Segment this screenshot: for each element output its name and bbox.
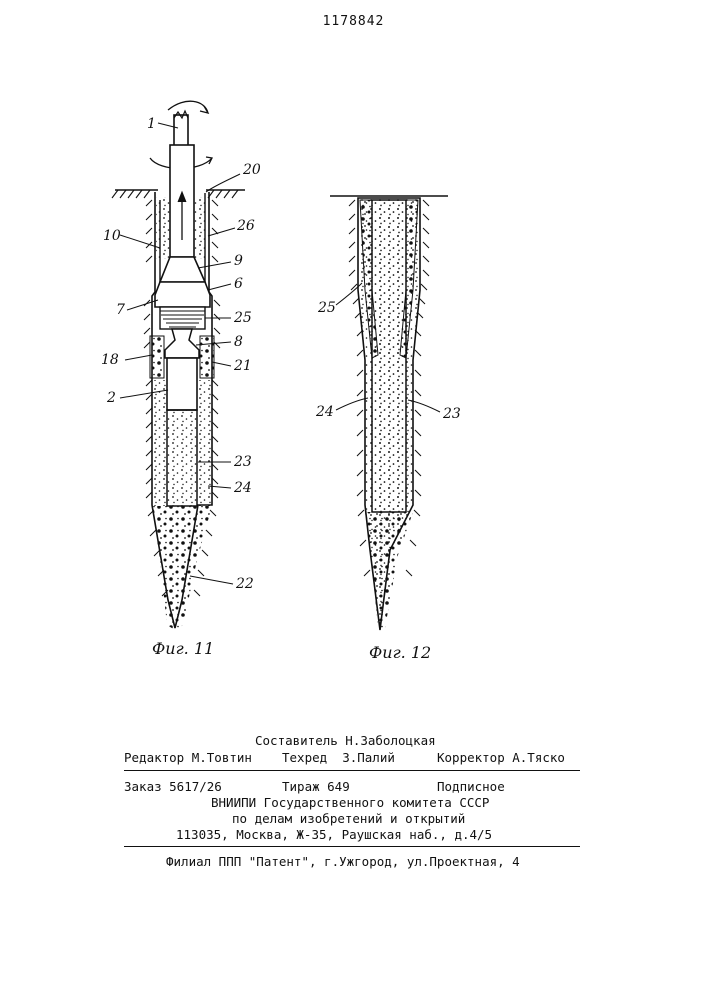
divider-top xyxy=(124,770,580,771)
branch: Филиал ППП "Патент", г.Ужгород, ул.Проек… xyxy=(166,854,520,869)
compiler: Составитель Н.Заболоцкая xyxy=(255,733,436,748)
order: Заказ 5617/26 xyxy=(124,779,222,794)
org-line-3: 113035, Москва, Ж-35, Раушская наб., д.4… xyxy=(176,827,492,842)
editor: Редактор М.Товтин xyxy=(124,750,252,765)
corrector: Корректор А.Тяско xyxy=(437,750,565,765)
org-line-1: ВНИИПИ Государственного комитета СССР xyxy=(211,795,489,810)
techred: Техред З.Палий xyxy=(282,750,395,765)
subscription: Подписное xyxy=(437,779,505,794)
divider-bottom xyxy=(124,846,580,847)
org-line-2: по делам изобретений и открытий xyxy=(232,811,465,826)
circulation: Тираж 649 xyxy=(282,779,350,794)
